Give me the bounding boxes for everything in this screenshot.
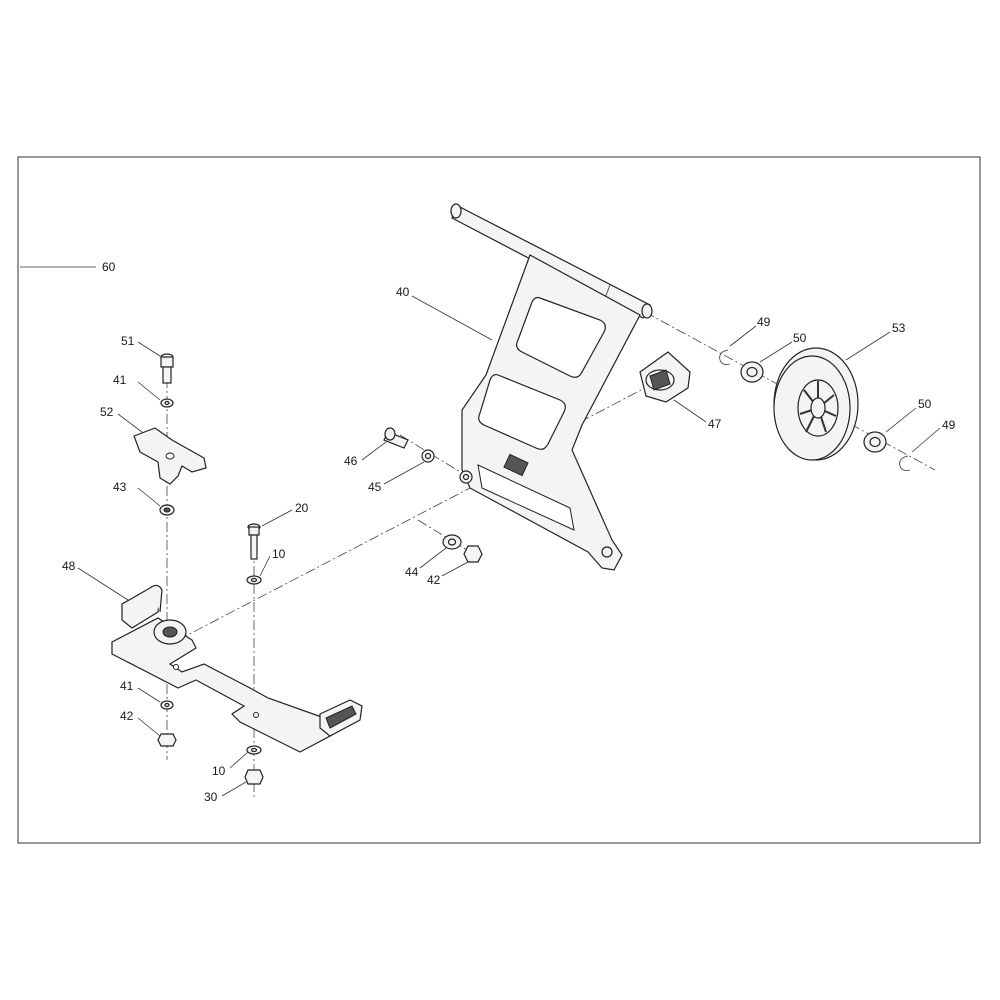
callout-10-top: 10 [272, 547, 286, 561]
leader-lines [20, 266, 941, 797]
callout-43: 43 [113, 480, 127, 494]
callout-50-bottom: 50 [918, 397, 932, 411]
wheel-part-53 [773, 347, 859, 461]
callout-48: 48 [62, 559, 76, 573]
frame-part-40 [450, 203, 653, 571]
hardware [133, 349, 911, 785]
callout-53: 53 [892, 321, 906, 335]
callout-40: 40 [396, 285, 410, 299]
callout-10-bottom: 10 [212, 764, 226, 778]
callout-49-top: 49 [757, 315, 771, 329]
callout-47: 47 [708, 417, 722, 431]
callout-46: 46 [344, 454, 358, 468]
callout-20: 20 [295, 501, 309, 515]
callout-42-center: 42 [427, 573, 441, 587]
callout-49-bottom: 49 [942, 418, 956, 432]
base-plate-part-48 [111, 584, 363, 753]
drawing-frame [17, 156, 981, 844]
callout-50-top: 50 [793, 331, 807, 345]
callout-30: 30 [204, 790, 218, 804]
callout-41-top: 41 [113, 373, 127, 387]
callout-labels: 60 40 51 41 52 43 48 41 42 20 10 10 30 4… [62, 260, 956, 804]
callout-51: 51 [121, 334, 135, 348]
callout-52: 52 [100, 405, 114, 419]
callout-60: 60 [102, 260, 116, 274]
callout-42-bottom: 42 [120, 709, 134, 723]
clamp-part-47 [639, 351, 691, 403]
callout-45: 45 [368, 480, 382, 494]
callout-44: 44 [405, 565, 419, 579]
callout-41-bottom: 41 [120, 679, 134, 693]
